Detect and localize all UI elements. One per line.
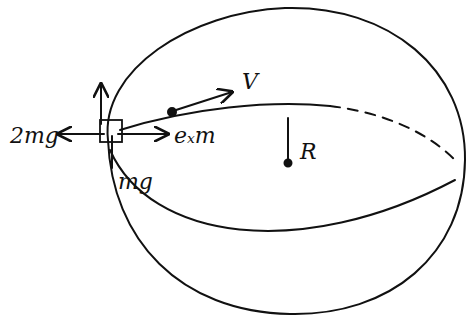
moving-point: [168, 108, 176, 116]
gravity-arrow: [111, 136, 113, 168]
radius-line: [287, 118, 289, 160]
force-label: 2mg: [8, 124, 61, 148]
inertial-force-arrow: [118, 133, 168, 135]
normal-force-arrow: [100, 84, 102, 124]
radius-label: R: [298, 140, 319, 164]
velocity-arrow: [176, 92, 232, 110]
velocity-label: V: [240, 70, 260, 94]
equator-back-dashed: [330, 106, 455, 160]
force-label: eₓm: [172, 124, 218, 148]
sphere-outline: [108, 8, 466, 314]
equator-back: [120, 104, 330, 130]
force-arrow-left: [58, 133, 104, 135]
equator-front: [110, 150, 455, 231]
force-label: mg: [116, 170, 155, 194]
